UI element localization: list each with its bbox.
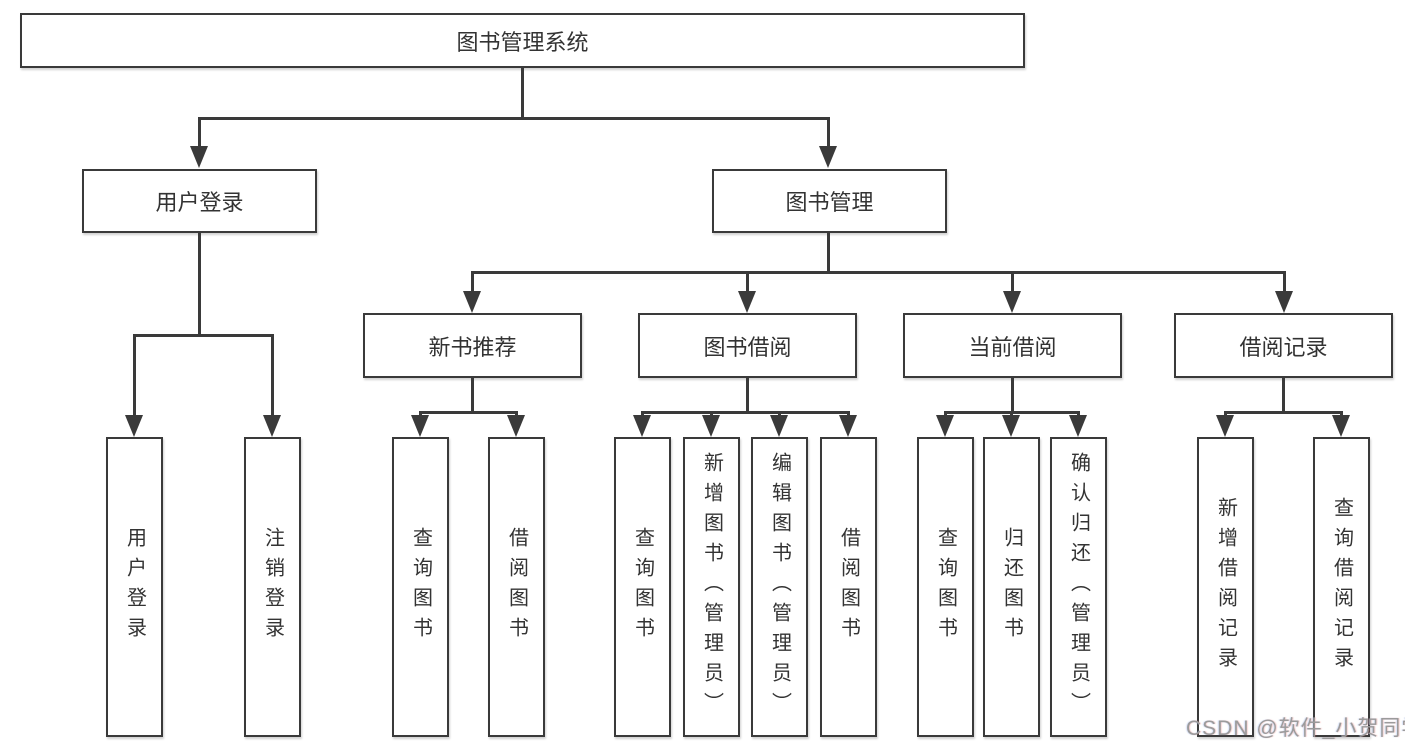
connector-line — [198, 233, 201, 335]
connector-line — [1011, 377, 1014, 413]
node-label: 查询图书 — [631, 527, 654, 647]
arrow-down-icon — [1332, 415, 1350, 437]
arrow-down-icon — [1002, 415, 1020, 437]
arrow-down-icon — [1216, 415, 1234, 437]
arrow-down-icon — [1069, 415, 1087, 437]
node-label: 查询图书 — [934, 527, 957, 647]
leaf-query-books-current: 查询图书 — [917, 437, 974, 737]
node-label: 借阅图书 — [837, 527, 860, 647]
node-label: 借阅记录 — [1239, 334, 1328, 360]
connector-line — [1011, 271, 1014, 293]
connector-line — [199, 117, 830, 120]
leaf-query-books-borrow: 查询图书 — [614, 437, 671, 737]
node-label: 借阅图书 — [505, 527, 528, 647]
arrow-down-icon — [411, 415, 429, 437]
connector-line — [1282, 377, 1285, 413]
connector-line — [1224, 411, 1342, 414]
leaf-add-books-admin: 新增图书（管理员） — [683, 437, 740, 737]
arrow-down-icon — [936, 415, 954, 437]
leaf-query-books-recommend: 查询图书 — [392, 437, 449, 737]
connector-line — [133, 334, 136, 417]
leaf-user-login: 用户登录 — [106, 437, 163, 737]
arrow-down-icon — [633, 415, 651, 437]
arrow-down-icon — [702, 415, 720, 437]
arrow-down-icon — [1003, 291, 1021, 313]
node-label: 查询借阅记录 — [1330, 497, 1353, 677]
csdn-watermark: CSDN @软件_小贺同学 — [1186, 717, 1405, 740]
connector-line — [641, 411, 849, 414]
connector-line — [471, 377, 474, 413]
node-label: 查询图书 — [409, 527, 432, 647]
leaf-borrow-books: 借阅图书 — [820, 437, 877, 737]
leaf-edit-books-admin: 编辑图书（管理员） — [751, 437, 808, 737]
connector-line — [271, 334, 274, 417]
connector-line — [471, 271, 474, 293]
node-label: 新增图书（管理员） — [700, 452, 723, 722]
connector-line — [521, 66, 524, 118]
connector-line — [746, 377, 749, 413]
arrow-down-icon — [507, 415, 525, 437]
node-label: 编辑图书（管理员） — [768, 452, 791, 722]
connector-line — [419, 411, 518, 414]
node-new-book-recommend: 新书推荐 — [363, 313, 582, 378]
node-label: 用户登录 — [155, 190, 244, 215]
leaf-return-books: 归还图书 — [983, 437, 1040, 737]
node-current-borrow: 当前借阅 — [903, 313, 1122, 378]
leaf-confirm-return-admin: 确认归还（管理员） — [1050, 437, 1107, 737]
connector-line — [1283, 271, 1286, 293]
arrow-down-icon — [738, 291, 756, 313]
node-label: 确认归还（管理员） — [1067, 452, 1090, 722]
connector-line — [198, 117, 201, 148]
leaf-borrow-books-recommend: 借阅图书 — [488, 437, 545, 737]
node-label: 注销登录 — [261, 527, 284, 647]
node-borrow-records: 借阅记录 — [1174, 313, 1393, 378]
arrow-down-icon — [125, 415, 143, 437]
node-user-login: 用户登录 — [82, 169, 317, 233]
leaf-logout: 注销登录 — [244, 437, 301, 737]
arrow-down-icon — [1275, 291, 1293, 313]
arrow-down-icon — [839, 415, 857, 437]
connector-line — [746, 271, 749, 293]
leaf-query-borrow-record: 查询借阅记录 — [1313, 437, 1370, 737]
connector-line — [827, 117, 830, 148]
arrow-down-icon — [463, 291, 481, 313]
node-label: 新增借阅记录 — [1214, 497, 1237, 677]
arrow-down-icon — [819, 146, 837, 168]
arrow-down-icon — [190, 146, 208, 168]
node-book-borrow: 图书借阅 — [638, 313, 857, 378]
connector-line — [471, 271, 1285, 274]
node-book-management: 图书管理 — [712, 169, 947, 233]
node-label: 归还图书 — [1000, 527, 1023, 647]
node-label: 用户登录 — [123, 527, 146, 647]
node-label: 当前借阅 — [968, 334, 1057, 360]
leaf-add-borrow-record: 新增借阅记录 — [1197, 437, 1254, 737]
node-label: 图书借阅 — [703, 334, 792, 360]
node-label: 图书管理系统 — [456, 29, 589, 55]
connector-line — [827, 233, 830, 273]
arrow-down-icon — [263, 415, 281, 437]
node-label: 图书管理 — [785, 190, 874, 215]
connector-line — [133, 334, 274, 337]
node-root-library-system: 图书管理系统 — [20, 13, 1025, 68]
node-label: 新书推荐 — [428, 334, 517, 360]
arrow-down-icon — [770, 415, 788, 437]
